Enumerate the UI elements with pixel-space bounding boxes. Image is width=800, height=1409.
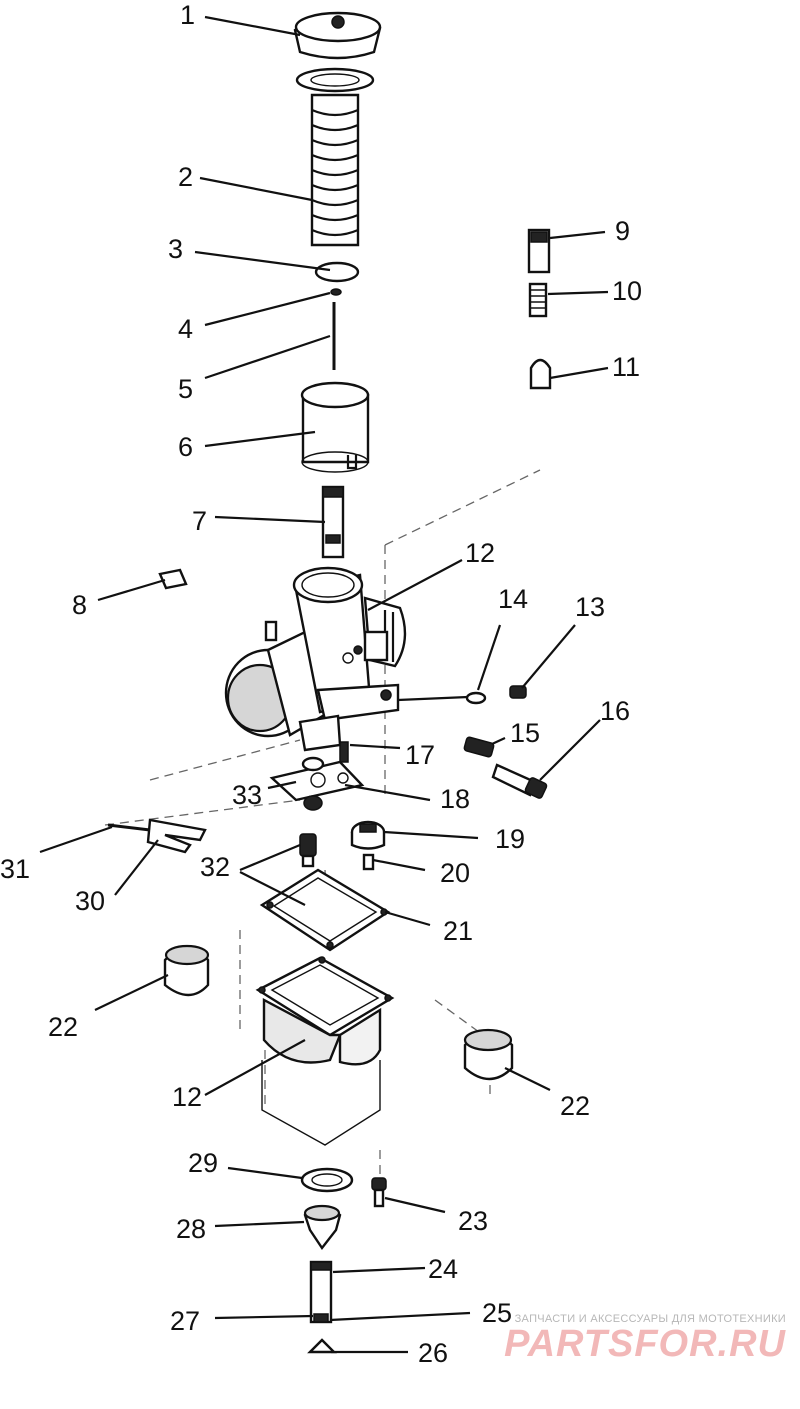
callout-label: 26	[418, 1338, 448, 1368]
callout-label: 5	[178, 374, 193, 404]
part-clip-30	[146, 818, 207, 854]
part-fitting	[527, 228, 551, 274]
part-spring-15	[463, 736, 495, 758]
part-main-jet	[362, 853, 375, 871]
callout-label: 22	[560, 1091, 590, 1121]
callout-label: 27	[170, 1306, 200, 1336]
callout-label: 7	[192, 506, 207, 536]
callout-label: 20	[440, 858, 470, 888]
callout-label: 18	[440, 784, 470, 814]
part-carburetor-body	[224, 566, 407, 752]
part-screw-13	[509, 685, 527, 699]
callout-label: 13	[575, 592, 605, 622]
callout-label: 8	[72, 590, 87, 620]
part-float-left	[163, 944, 210, 997]
callout-label: 2	[178, 162, 193, 192]
callout-label: 24	[428, 1254, 458, 1284]
part-jet-tip	[307, 1338, 337, 1354]
callout-label: 16	[600, 696, 630, 726]
part-retainer-plate	[314, 261, 360, 283]
part-clip	[330, 288, 342, 296]
part-pin-31	[107, 823, 151, 832]
callout-label: 15	[510, 718, 540, 748]
part-ring-33	[301, 756, 325, 772]
part-float-gasket	[259, 868, 391, 952]
part-idle-screw	[491, 763, 548, 799]
callout-labels: 1 2 3 4 5 6 7 8 9 10 11 12 12 13 14 15 1…	[0, 0, 642, 1368]
callout-label: 25	[482, 1298, 512, 1328]
callout-label: 12	[172, 1082, 202, 1112]
watermark-logo-text: PARTSFOR.RU	[504, 1323, 786, 1365]
part-cap-washer	[295, 67, 375, 93]
callout-label: 19	[495, 824, 525, 854]
watermark: ЗАПЧАСТИ И АКСЕССУАРЫ ДЛЯ МОТОТЕХНИКИ PA…	[504, 1313, 786, 1363]
part-o-ring	[300, 1167, 354, 1193]
watermark-tagline: ЗАПЧАСТИ И АКСЕССУАРЫ ДЛЯ МОТОТЕХНИКИ	[514, 1313, 786, 1325]
callout-label: 1	[180, 0, 195, 30]
part-throttle-slide	[300, 381, 370, 473]
callout-label: 14	[498, 584, 528, 614]
callout-label: 10	[612, 276, 642, 306]
callout-label: 32	[200, 852, 230, 882]
callout-label: 29	[188, 1148, 218, 1178]
callout-label: 11	[612, 352, 640, 382]
callout-label: 28	[176, 1214, 206, 1244]
callout-label: 4	[178, 314, 193, 344]
part-jet-holder	[350, 820, 386, 850]
part-small-spring	[528, 282, 548, 318]
part-drain-cap	[303, 1204, 342, 1251]
callout-label: 3	[168, 234, 183, 264]
part-float-bowl	[255, 956, 395, 1146]
callout-label: 33	[232, 780, 262, 810]
callout-label: 17	[405, 740, 435, 770]
callout-label: 12	[465, 538, 495, 568]
callout-label: 6	[178, 432, 193, 462]
part-needle-jet	[321, 485, 345, 559]
leader-lines	[39, 15, 609, 1354]
part-bowl-screw	[371, 1177, 387, 1208]
part-float-pin	[339, 741, 349, 763]
part-jet-tube	[309, 1260, 333, 1324]
part-float-right	[463, 1028, 514, 1081]
callout-label: 30	[75, 886, 105, 916]
callout-label: 23	[458, 1206, 488, 1236]
part-pilot-screw	[158, 568, 188, 590]
part-spring	[310, 93, 360, 247]
callout-label: 22	[48, 1012, 78, 1042]
callout-label: 31	[0, 854, 30, 884]
part-washer-14	[465, 691, 487, 705]
part-cap	[293, 11, 382, 60]
callout-label: 9	[615, 216, 630, 246]
part-plunger	[529, 358, 552, 390]
callout-label: 21	[443, 916, 473, 946]
